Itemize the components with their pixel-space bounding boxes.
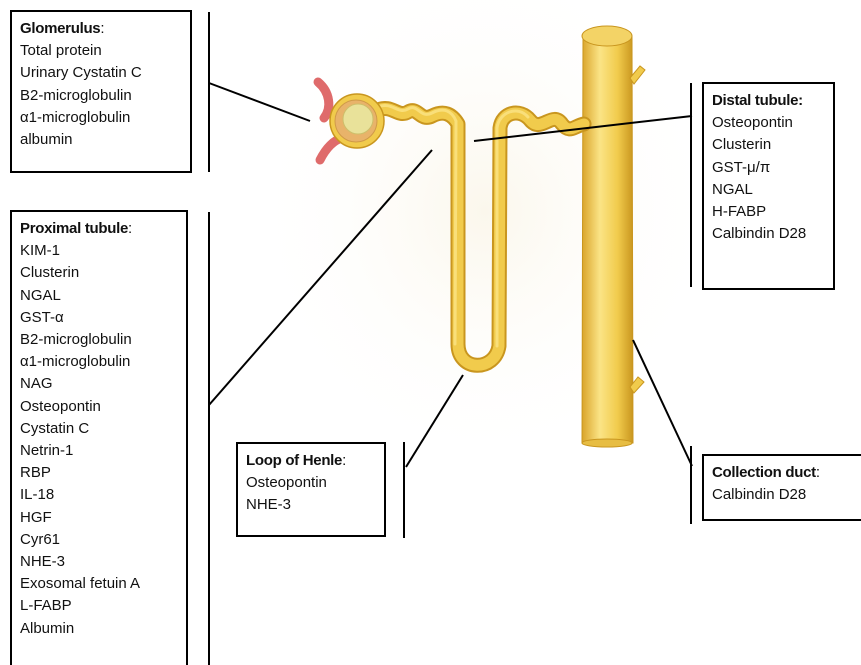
- list-item: Netrin-1: [20, 440, 178, 462]
- list-item: α1-microglobulin: [20, 107, 182, 129]
- glomerulus-title-text: Glomerulus: [20, 18, 100, 40]
- list-item: Calbindin D28: [712, 223, 825, 245]
- collection-title: Collection duct:: [712, 462, 853, 484]
- background-glow: [270, 0, 700, 470]
- distal-title-text: Distal tubule:: [712, 90, 803, 112]
- collection-duct-box: Collection duct: Calbindin D28: [702, 454, 861, 521]
- list-item: Exosomal fetuin A: [20, 573, 178, 595]
- distal-tubule-box: Distal tubule: Osteopontin Clusterin GST…: [702, 82, 835, 290]
- proximal-list: KIM-1 Clusterin NGAL GST-α B2-microglobu…: [20, 240, 178, 640]
- list-item: RBP: [20, 462, 178, 484]
- distal-list: Osteopontin Clusterin GST-μ/π NGAL H-FAB…: [712, 112, 825, 245]
- list-item: Osteopontin: [712, 112, 825, 134]
- list-item: HGF: [20, 507, 178, 529]
- loop-bracket: [403, 442, 405, 538]
- glomerulus-bracket: [208, 12, 210, 172]
- collection-title-text: Collection duct: [712, 462, 816, 484]
- list-item: IL-18: [20, 484, 178, 506]
- list-item: NGAL: [712, 179, 825, 201]
- list-item: Clusterin: [712, 134, 825, 156]
- loop-title-text: Loop of Henle: [246, 450, 342, 472]
- proximal-title: Proximal tubule:: [20, 218, 178, 240]
- list-item: Total protein: [20, 40, 182, 62]
- proximal-tubule-box: Proximal tubule: KIM-1 Clusterin NGAL GS…: [10, 210, 188, 665]
- list-item: α1-microglobulin: [20, 351, 178, 373]
- collection-list: Calbindin D28: [712, 484, 853, 506]
- loop-of-henle-box: Loop of Henle: Osteopontin NHE-3: [236, 442, 386, 537]
- list-item: NAG: [20, 373, 178, 395]
- list-item: NHE-3: [246, 494, 376, 516]
- glomerulus-list: Total protein Urinary Cystatin C B2-micr…: [20, 40, 182, 151]
- glomerulus-box: Glomerulus: Total protein Urinary Cystat…: [10, 10, 192, 173]
- list-item: L-FABP: [20, 595, 178, 617]
- proximal-bracket: [208, 212, 210, 665]
- list-item: Clusterin: [20, 262, 178, 284]
- distal-title: Distal tubule:: [712, 90, 825, 112]
- collection-bracket: [690, 446, 692, 524]
- list-item: Cystatin C: [20, 418, 178, 440]
- list-item: Osteopontin: [246, 472, 376, 494]
- glomerulus-title: Glomerulus:: [20, 18, 182, 40]
- distal-bracket: [690, 83, 692, 287]
- list-item: GST-α: [20, 307, 178, 329]
- glomerulus-title-suffix: :: [100, 18, 104, 40]
- collection-title-suffix: :: [816, 462, 820, 484]
- list-item: Urinary Cystatin C: [20, 62, 182, 84]
- list-item: GST-μ/π: [712, 157, 825, 179]
- list-item: Osteopontin: [20, 396, 178, 418]
- list-item: NHE-3: [20, 551, 178, 573]
- list-item: NGAL: [20, 285, 178, 307]
- proximal-title-suffix: :: [128, 218, 132, 240]
- list-item: Calbindin D28: [712, 484, 853, 506]
- bowman-capsule: [330, 94, 384, 148]
- list-item: albumin: [20, 129, 182, 151]
- loop-title-suffix: :: [342, 450, 346, 472]
- list-item: B2-microglobulin: [20, 329, 178, 351]
- loop-list: Osteopontin NHE-3: [246, 472, 376, 516]
- list-item: H-FABP: [712, 201, 825, 223]
- list-item: Cyr61: [20, 529, 178, 551]
- list-item: Albumin: [20, 618, 178, 640]
- list-item: KIM-1: [20, 240, 178, 262]
- list-item: B2-microglobulin: [20, 85, 182, 107]
- loop-title: Loop of Henle:: [246, 450, 376, 472]
- proximal-title-text: Proximal tubule: [20, 218, 128, 240]
